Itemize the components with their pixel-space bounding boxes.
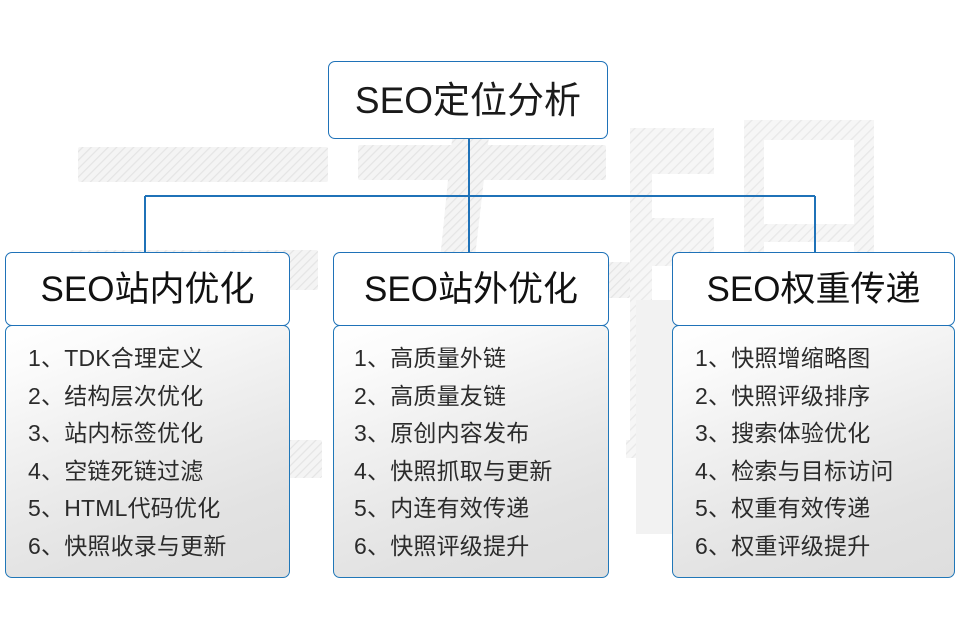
list-item: 1、快照增缩略图 bbox=[695, 345, 871, 371]
branch-column-3: SEO权重传递 1、快照增缩略图 2、快照评级排序 3、搜索体验优化 4、检索与… bbox=[672, 252, 955, 578]
list-item: 6、快照评级提升 bbox=[354, 532, 530, 559]
list-item: 1、高质量外链 bbox=[354, 345, 507, 371]
list-item: 2、结构层次优化 bbox=[28, 382, 204, 409]
list-item: 2、高质量友链 bbox=[354, 382, 507, 409]
list-item: 1、TDK合理定义 bbox=[28, 345, 204, 371]
root-node-label: SEO定位分析 bbox=[354, 79, 582, 121]
list-item: 4、空链死链过滤 bbox=[28, 457, 204, 484]
list-item: 5、权重有效传递 bbox=[695, 495, 871, 521]
list-item: 4、检索与目标访问 bbox=[695, 457, 894, 484]
branch-list-1: 1、TDK合理定义 2、结构层次优化 3、站内标签优化 4、空链死链过滤 5、H… bbox=[5, 325, 290, 578]
branch-header-3-label: SEO权重传递 bbox=[706, 269, 921, 309]
list-item: 3、搜索体验优化 bbox=[695, 420, 871, 446]
root-node[interactable]: SEO定位分析 bbox=[328, 61, 608, 139]
branch-list-3: 1、快照增缩略图 2、快照评级排序 3、搜索体验优化 4、检索与目标访问 5、权… bbox=[672, 325, 955, 578]
branch-column-1: SEO站内优化 1、TDK合理定义 2、结构层次优化 3、站内标签优化 4、空链… bbox=[5, 252, 290, 578]
branch-header-2-label: SEO站外优化 bbox=[364, 269, 578, 309]
list-item: 3、原创内容发布 bbox=[354, 420, 530, 446]
list-item: 4、快照抓取与更新 bbox=[354, 457, 553, 484]
branch-header-3[interactable]: SEO权重传递 bbox=[672, 252, 955, 326]
branch-header-1[interactable]: SEO站内优化 bbox=[5, 252, 290, 326]
list-item: 6、权重评级提升 bbox=[695, 532, 871, 559]
branch-list-2: 1、高质量外链 2、高质量友链 3、原创内容发布 4、快照抓取与更新 5、内连有… bbox=[333, 325, 609, 578]
branch-header-1-label: SEO站内优化 bbox=[40, 269, 255, 309]
list-item: 2、快照评级排序 bbox=[695, 382, 871, 409]
branch-header-2[interactable]: SEO站外优化 bbox=[333, 252, 609, 326]
list-item: 5、HTML代码优化 bbox=[28, 495, 221, 521]
branch-column-2: SEO站外优化 1、高质量外链 2、高质量友链 3、原创内容发布 4、快照抓取与… bbox=[333, 252, 609, 578]
list-item: 3、站内标签优化 bbox=[28, 420, 204, 446]
list-item: 5、内连有效传递 bbox=[354, 495, 530, 521]
list-item: 6、快照收录与更新 bbox=[28, 532, 227, 559]
